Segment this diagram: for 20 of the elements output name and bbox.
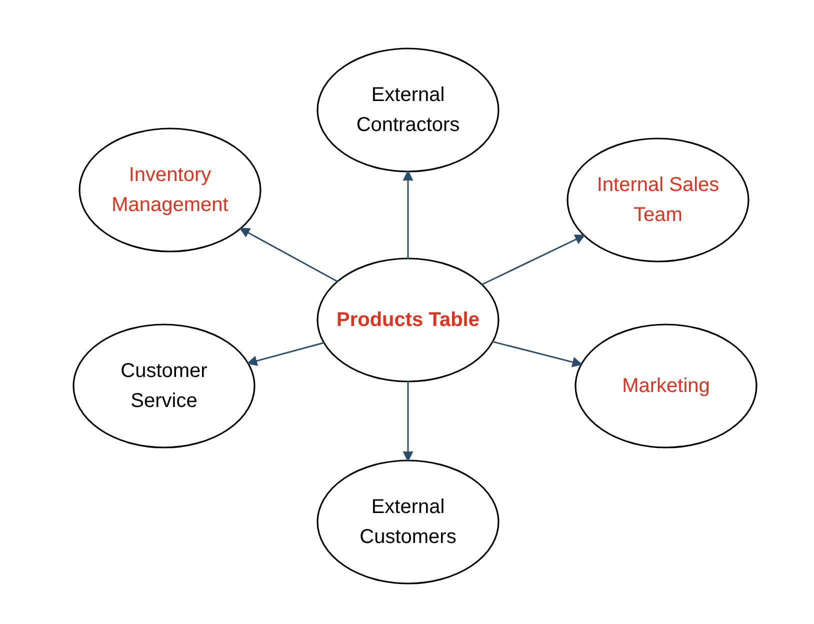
ellipse-node xyxy=(72,323,256,449)
ellipse-node xyxy=(78,127,262,253)
node-label: External Customers xyxy=(358,495,458,550)
ellipse-node xyxy=(316,257,500,383)
arrow xyxy=(402,170,414,259)
ellipse-node xyxy=(574,323,758,449)
arrow xyxy=(246,342,325,366)
ellipse-node xyxy=(566,137,750,263)
node-label: Products Table xyxy=(336,308,480,333)
arrow xyxy=(239,228,338,282)
arrow xyxy=(492,340,583,368)
ellipse-node xyxy=(316,47,500,173)
ellipse-node xyxy=(316,459,500,585)
arrow xyxy=(402,381,414,462)
node-label: Customer Service xyxy=(120,359,208,414)
arrow xyxy=(481,234,586,286)
node-label: Internal Sales Team xyxy=(596,173,720,228)
node-label: Marketing xyxy=(622,374,710,399)
node-label: Inventory Management xyxy=(110,163,230,218)
node-label: External Contractors xyxy=(355,83,461,138)
